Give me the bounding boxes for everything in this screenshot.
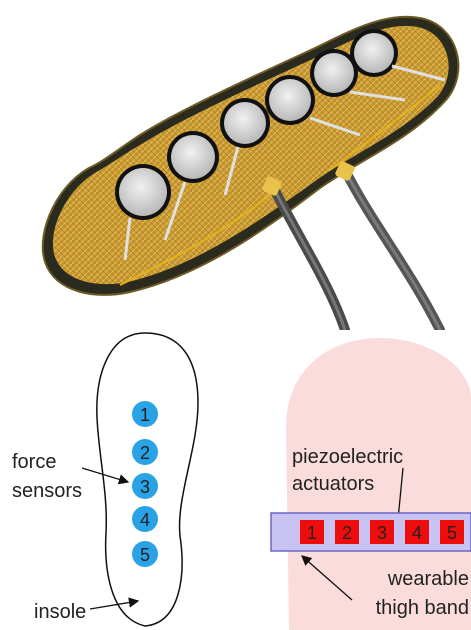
- sensor-disc: [220, 98, 270, 148]
- schematic-diagram: 1 2 3 4 5 force sensors insole piezoelec…: [0, 318, 471, 630]
- piezo-actuator: 3: [370, 520, 394, 544]
- force-sensor: 5: [132, 541, 158, 567]
- actuators-label-line2: actuators: [292, 473, 374, 495]
- thigh-band-label-line1: wearable: [387, 568, 469, 590]
- force-sensors-label-line2: sensors: [12, 480, 82, 502]
- force-sensor: 1: [132, 401, 158, 427]
- sensor-disc: [350, 29, 398, 77]
- force-sensor: 3: [132, 473, 158, 499]
- force-sensor: 4: [132, 506, 158, 532]
- actuator-number: 4: [412, 523, 422, 543]
- piezo-actuator: 5: [440, 520, 464, 544]
- actuator-number: 2: [342, 523, 352, 543]
- thigh-band-label-line2: thigh band: [376, 597, 469, 619]
- actuator-number: 5: [447, 523, 457, 543]
- force-sensor: 2: [132, 439, 158, 465]
- piezo-actuator: 2: [335, 520, 359, 544]
- actuator-number: 1: [307, 523, 317, 543]
- sensor-disc: [115, 164, 171, 220]
- actuators-label-line1: piezoelectric: [292, 446, 403, 468]
- force-sensors-label-line1: force: [12, 451, 56, 473]
- piezo-actuator: 1: [300, 520, 324, 544]
- actuator-number: 3: [377, 523, 387, 543]
- sensor-number: 3: [140, 477, 150, 497]
- insole-label: insole: [34, 601, 86, 623]
- sensor-number: 5: [140, 545, 150, 565]
- insole-photo: [0, 0, 471, 330]
- sensor-disc: [167, 131, 219, 183]
- insole-schematic: 1 2 3 4 5 force sensors insole: [12, 333, 198, 626]
- sensor-number: 4: [140, 510, 150, 530]
- piezo-actuator: 4: [405, 520, 429, 544]
- thigh-schematic: piezoelectric actuators 1 2 3 4 5 wearab…: [271, 338, 471, 630]
- sensor-number: 1: [140, 405, 150, 425]
- sensor-disc: [265, 75, 315, 125]
- sensor-number: 2: [140, 443, 150, 463]
